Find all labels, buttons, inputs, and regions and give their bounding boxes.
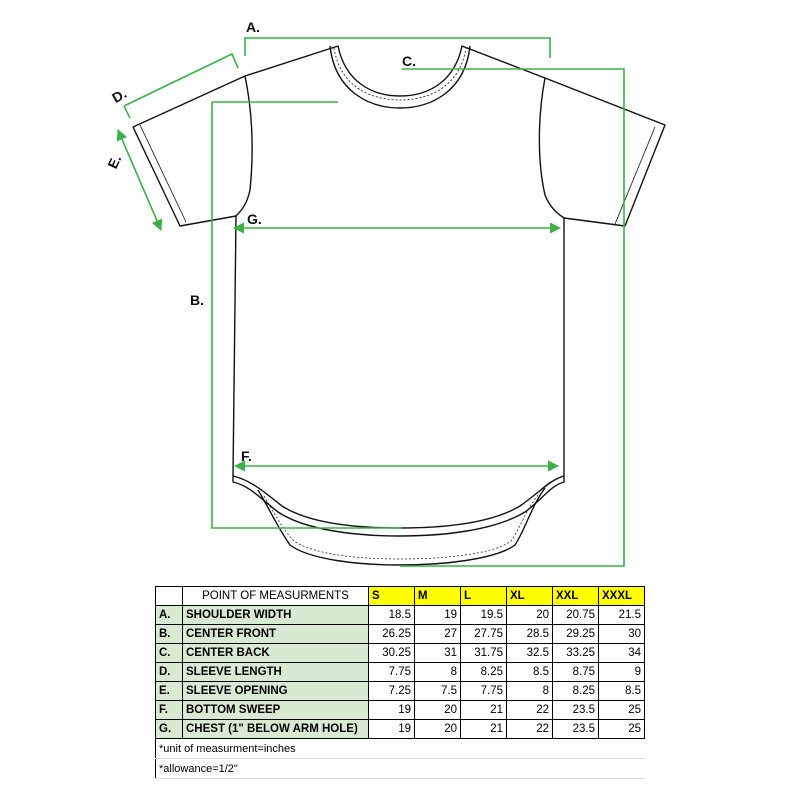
- measure-line-c: [400, 68, 625, 567]
- row-value: 18.5: [368, 605, 415, 625]
- row-value: 20.75: [552, 605, 599, 625]
- row-value: 30: [598, 624, 645, 644]
- row-value: 30.25: [368, 643, 415, 663]
- row-value: 8.25: [460, 662, 507, 682]
- tshirt-outline: [132, 45, 666, 566]
- row-value: 20: [414, 719, 461, 739]
- note-text: *allowance=1/2": [155, 758, 645, 779]
- row-point-name: SHOULDER WIDTH: [182, 605, 369, 625]
- back-hem: [257, 487, 546, 566]
- row-code: C.: [155, 643, 183, 663]
- measure-line-e: [116, 128, 163, 232]
- header-title-cell: POINT OF MEASURMENTS: [182, 586, 369, 606]
- row-value: 8: [506, 681, 553, 701]
- row-value: 21: [460, 700, 507, 720]
- row-code: G.: [155, 719, 183, 739]
- row-value: 9: [598, 662, 645, 682]
- row-value: 34: [598, 643, 645, 663]
- row-value: 20: [506, 605, 553, 625]
- armhole-seam-right: [538, 77, 565, 219]
- label-g: G.: [247, 211, 262, 227]
- row-value: 8.25: [552, 681, 599, 701]
- size-header-xxxl: XXXL: [598, 586, 645, 606]
- row-value: 31.75: [460, 643, 507, 663]
- row-code: F.: [155, 700, 183, 720]
- label-b: B.: [190, 292, 204, 308]
- row-value: 20: [414, 700, 461, 720]
- row-value: 7.25: [368, 681, 415, 701]
- size-header-xl: XL: [506, 586, 553, 606]
- row-code: D.: [155, 662, 183, 682]
- row-value: 21.5: [598, 605, 645, 625]
- row-point-name: CENTER FRONT: [182, 624, 369, 644]
- label-e: E.: [104, 152, 124, 171]
- row-value: 33.25: [552, 643, 599, 663]
- row-value: 31: [414, 643, 461, 663]
- header-empty-cell: [155, 586, 183, 606]
- label-a: A.: [246, 19, 260, 35]
- front-hem: [232, 475, 565, 537]
- label-f: F.: [241, 448, 252, 464]
- row-value: 26.25: [368, 624, 415, 644]
- row-value: 23.5: [552, 719, 599, 739]
- row-point-name: CHEST (1" BELOW ARM HOLE): [182, 719, 369, 739]
- size-header-m: M: [414, 586, 461, 606]
- row-value: 29.25: [552, 624, 599, 644]
- note-row: *unit of measurment=inches: [155, 738, 645, 759]
- row-point-name: SLEEVE LENGTH: [182, 662, 369, 682]
- row-value: 8.75: [552, 662, 599, 682]
- row-value: 7.75: [460, 681, 507, 701]
- row-code: E.: [155, 681, 183, 701]
- row-value: 7.5: [414, 681, 461, 701]
- row-value: 28.5: [506, 624, 553, 644]
- measure-line-a: [244, 37, 551, 58]
- row-value: 8.5: [506, 662, 553, 682]
- row-point-name: BOTTOM SWEEP: [182, 700, 369, 720]
- row-code: A.: [155, 605, 183, 625]
- row-value: 19: [414, 605, 461, 625]
- measurement-lines: [116, 37, 625, 567]
- row-point-name: CENTER BACK: [182, 643, 369, 663]
- note-text: *unit of measurment=inches: [155, 738, 645, 759]
- armhole-seam-left: [235, 75, 253, 217]
- size-header-l: L: [460, 586, 507, 606]
- label-d: D.: [109, 85, 129, 106]
- row-value: 27.75: [460, 624, 507, 644]
- row-value: 27: [414, 624, 461, 644]
- row-value: 7.75: [368, 662, 415, 682]
- row-value: 8: [414, 662, 461, 682]
- measure-line-d: [123, 52, 239, 107]
- row-value: 19: [368, 719, 415, 739]
- row-value: 22: [506, 719, 553, 739]
- row-value: 25: [598, 700, 645, 720]
- row-value: 22: [506, 700, 553, 720]
- row-value: 8.5: [598, 681, 645, 701]
- size-header-xxl: XXL: [552, 586, 599, 606]
- size-header-s: S: [368, 586, 415, 606]
- tshirt-measurement-diagram: A. B. C. D. E. F. G.: [104, 19, 666, 567]
- collar: [329, 45, 471, 109]
- note-row: *allowance=1/2": [155, 758, 645, 779]
- row-value: 21: [460, 719, 507, 739]
- row-value: 32.5: [506, 643, 553, 663]
- label-c: C.: [402, 53, 416, 69]
- row-value: 19.5: [460, 605, 507, 625]
- row-value: 25: [598, 719, 645, 739]
- row-point-name: SLEEVE OPENING: [182, 681, 369, 701]
- row-value: 19: [368, 700, 415, 720]
- measure-line-b: [211, 102, 402, 529]
- row-code: B.: [155, 624, 183, 644]
- row-value: 23.5: [552, 700, 599, 720]
